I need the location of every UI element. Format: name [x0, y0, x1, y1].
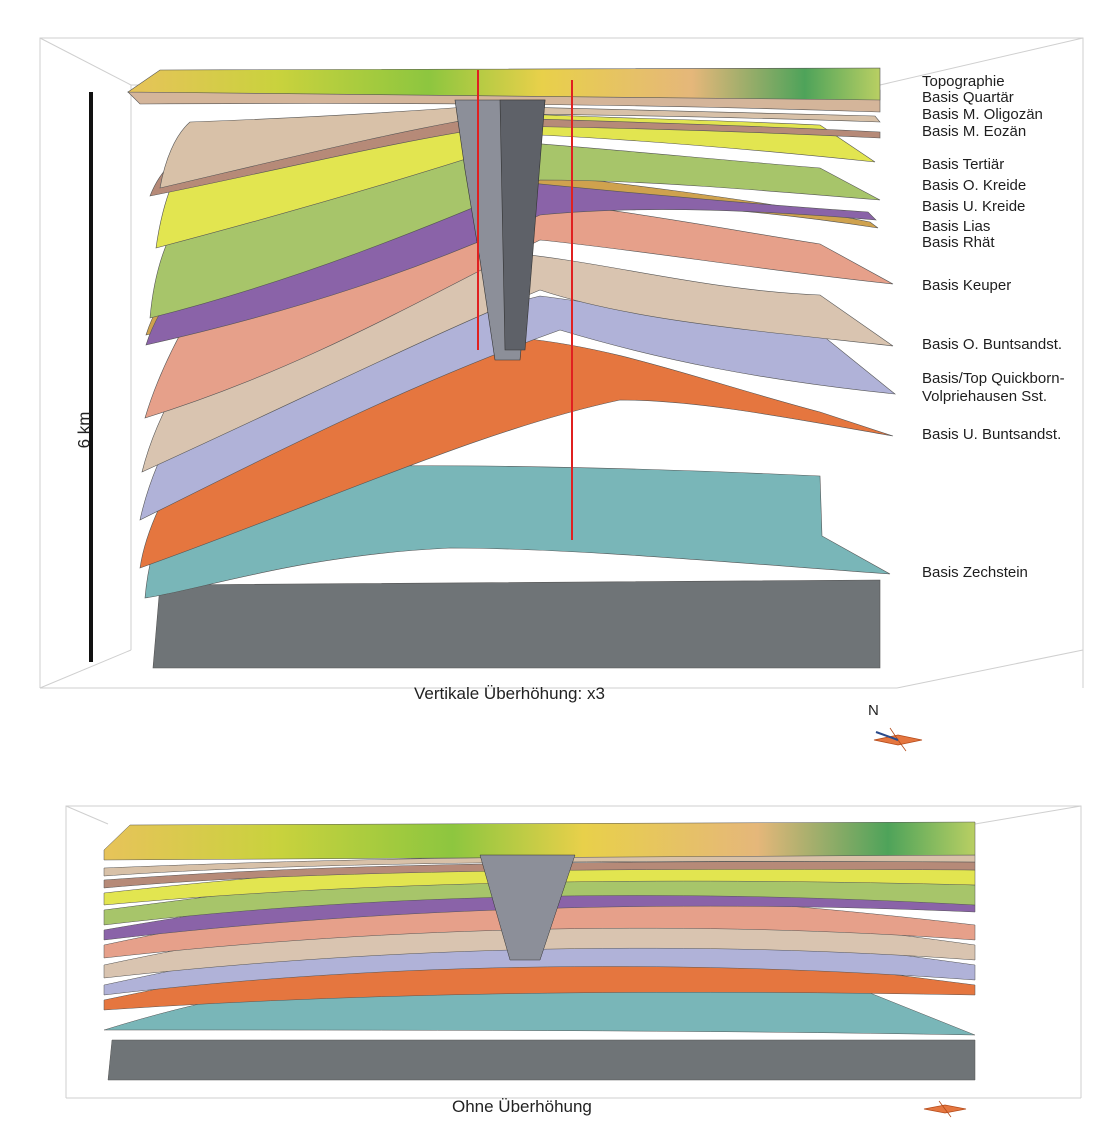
- label-basis-lias: Basis Lias: [922, 218, 991, 235]
- top-layers: [127, 67, 896, 669]
- north-arrow-icon: [873, 727, 923, 752]
- bottom-layers: [103, 821, 976, 1081]
- label-basis-m-eozaen: Basis M. Eozän: [922, 123, 1027, 140]
- layer-topographie: [127, 67, 881, 101]
- label-volpriehausen: Volpriehausen Sst.: [922, 388, 1048, 405]
- label-basis-o-kreide: Basis O. Kreide: [922, 177, 1027, 194]
- label-basis-rhaet: Basis Rhät: [922, 234, 995, 251]
- caption-no-exaggeration: Ohne Überhöhung: [452, 1097, 592, 1116]
- caption-vertical-exaggeration: Vertikale Überhöhung: x3: [414, 684, 605, 703]
- bottom-bounding-box: [65, 805, 1082, 1099]
- label-basis-top-quickborn: Basis/Top Quickborn-: [922, 370, 1065, 387]
- label-basis-keuper: Basis Keuper: [922, 277, 1012, 294]
- label-basis-zechstein: Basis Zechstein: [922, 564, 1028, 581]
- label-basis-u-buntsandst: Basis U. Buntsandst.: [922, 426, 1062, 443]
- scale-bar-label: 6 km: [74, 411, 94, 449]
- label-basis-tertiaer: Basis Tertiär: [922, 156, 1005, 173]
- label-basis-o-buntsandst: Basis O. Buntsandst.: [922, 336, 1063, 353]
- label-basis-m-oligozaen: Basis M. Oligozän: [922, 106, 1043, 123]
- basement-surface: [152, 579, 881, 669]
- label-topographie: Topographie: [922, 73, 1005, 90]
- north-label: N: [868, 702, 879, 719]
- label-basis-u-kreide: Basis U. Kreide: [922, 198, 1026, 215]
- north-arrow-icon-bottom: [923, 1100, 967, 1118]
- wells-top: [477, 70, 573, 540]
- layer-m-oligozaen: [159, 105, 881, 189]
- label-basis-quartaer: Basis Quartär: [922, 89, 1014, 106]
